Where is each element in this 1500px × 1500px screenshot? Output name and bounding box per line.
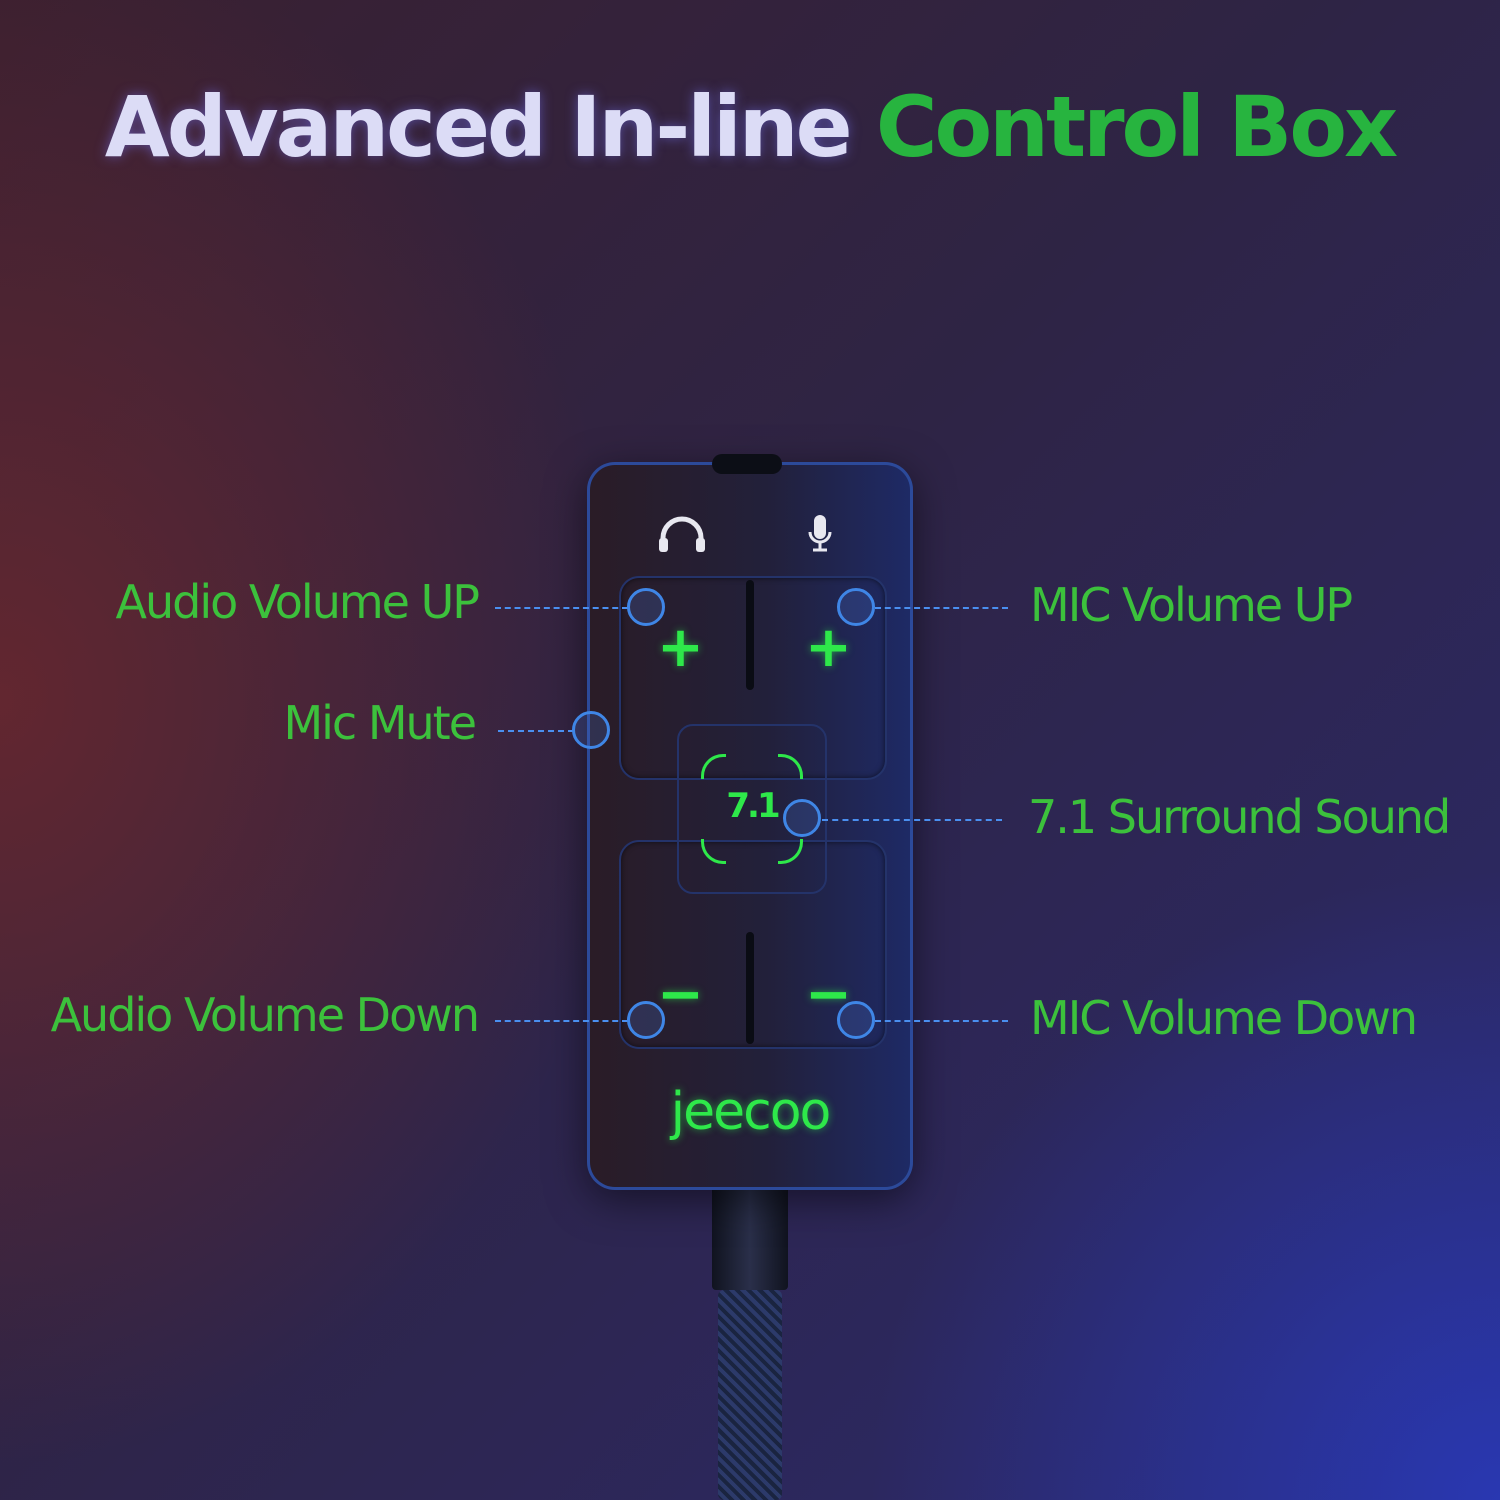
leader-line: [498, 730, 574, 732]
divider-top: [746, 580, 754, 690]
audio-volume-up-button[interactable]: +: [657, 615, 704, 680]
leader-line: [495, 607, 628, 609]
leader-line: [875, 1020, 1008, 1022]
callout-surround: 7.1 Surround Sound: [1028, 790, 1451, 844]
callout-audio-volume-up: Audio Volume UP: [115, 575, 480, 629]
surround-button[interactable]: 7.1: [677, 724, 827, 894]
callout-marker: [837, 588, 875, 626]
callout-mic-mute: Mic Mute: [283, 696, 477, 750]
callout-marker: [837, 1001, 875, 1039]
callout-marker: [627, 588, 665, 626]
cable-plug: [712, 1180, 788, 1290]
brand-logo: jeecoo: [670, 1082, 832, 1142]
audio-jack: [712, 454, 782, 474]
headphone-icon: [657, 514, 707, 563]
braided-cable: [718, 1290, 782, 1500]
callout-marker: [572, 711, 610, 749]
callout-audio-volume-down: Audio Volume Down: [50, 988, 480, 1042]
volume-up-pad[interactable]: [619, 576, 887, 780]
volume-down-pad[interactable]: [619, 840, 887, 1049]
microphone-icon: [807, 514, 833, 563]
control-box: + + − − 7.1 jeecoo: [587, 454, 913, 1190]
headline: Advanced In-line Control Box: [104, 78, 1398, 176]
divider-bottom: [746, 932, 754, 1044]
leader-line: [495, 1020, 628, 1022]
leader-line: [822, 819, 1002, 821]
surround-label: 7.1: [726, 786, 780, 826]
mic-volume-up-button[interactable]: +: [805, 615, 852, 680]
callout-mic-volume-down: MIC Volume Down: [1030, 991, 1418, 1045]
callout-mic-volume-up: MIC Volume UP: [1030, 578, 1353, 632]
audio-volume-down-button[interactable]: −: [657, 962, 704, 1027]
callout-marker: [783, 799, 821, 837]
leader-line: [875, 607, 1008, 609]
callout-marker: [627, 1001, 665, 1039]
